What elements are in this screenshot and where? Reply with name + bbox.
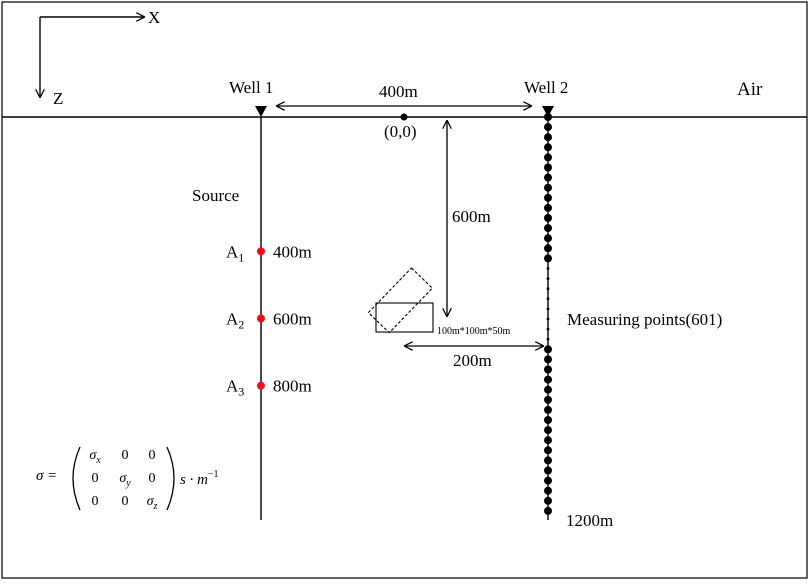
measuring-point bbox=[544, 365, 552, 374]
matrix-cell-2-0: 0 bbox=[92, 494, 99, 509]
measuring-point bbox=[546, 297, 550, 301]
measuring-point bbox=[544, 183, 552, 192]
measuring-point bbox=[544, 456, 552, 465]
formula-matrix: σx 0 0 0 σy 0 0 0 σz bbox=[89, 448, 157, 512]
matrix-cell-1-0: 0 bbox=[92, 471, 99, 486]
matrix-cell-1-2: 0 bbox=[149, 471, 156, 486]
measuring-point bbox=[544, 476, 552, 485]
measuring-point bbox=[546, 317, 550, 321]
measuring-point bbox=[544, 355, 552, 364]
measuring-point bbox=[544, 446, 552, 455]
formula-unit: s · m−1 bbox=[180, 469, 219, 488]
source-name-3: A3 bbox=[226, 377, 244, 399]
source-name-1: A1 bbox=[226, 242, 244, 264]
source-name-2: A2 bbox=[226, 310, 244, 332]
air-label: Air bbox=[737, 79, 763, 100]
measuring-point bbox=[546, 327, 550, 331]
measuring-points-label: Measuring points(601) bbox=[567, 310, 722, 329]
well-spacing-label: 400m bbox=[379, 82, 418, 101]
well2-marker bbox=[542, 106, 554, 117]
measuring-point bbox=[544, 113, 552, 121]
source-depth-3: 800m bbox=[273, 377, 312, 396]
formula-lhs: σ = bbox=[36, 468, 57, 484]
source-point-3 bbox=[257, 381, 265, 390]
measuring-point bbox=[544, 395, 552, 404]
measuring-point bbox=[544, 405, 552, 414]
anomaly-size-label: 100m*100m*50m bbox=[437, 326, 511, 337]
z-axis-label: Z bbox=[53, 89, 63, 108]
well1-marker bbox=[255, 106, 267, 117]
source-depth-2: 600m bbox=[273, 310, 312, 329]
measuring-point bbox=[544, 436, 552, 445]
source-point-1 bbox=[257, 247, 265, 256]
matrix-cell-0-2: 0 bbox=[149, 448, 156, 463]
formula-left-paren bbox=[72, 446, 81, 511]
measuring-point bbox=[544, 143, 552, 152]
matrix-cell-2-1: 0 bbox=[122, 494, 129, 509]
measuring-point bbox=[546, 277, 550, 280]
conductivity-formula: σ = σx 0 0 0 σy 0 0 0 σz s · m−1 bbox=[36, 446, 219, 512]
measuring-point bbox=[544, 496, 552, 505]
measuring-point bbox=[544, 486, 552, 495]
measuring-point bbox=[544, 416, 552, 424]
anomaly-body bbox=[375, 302, 434, 333]
measuring-point bbox=[544, 254, 552, 263]
well2-label: Well 2 bbox=[524, 78, 568, 97]
origin-label: (0,0) bbox=[384, 122, 417, 141]
measuring-point bbox=[546, 337, 550, 341]
measuring-point bbox=[544, 385, 552, 394]
matrix-cell-0-0: σx bbox=[89, 448, 101, 466]
measuring-point bbox=[544, 193, 552, 202]
measuring-points bbox=[544, 113, 552, 515]
source-depth-1: 400m bbox=[273, 242, 312, 261]
bottom-depth-label: 1200m bbox=[566, 511, 613, 530]
measuring-point bbox=[544, 163, 552, 172]
measuring-point bbox=[544, 203, 552, 212]
measuring-point bbox=[544, 466, 552, 475]
x-axis-label: X bbox=[148, 8, 160, 27]
origin-point bbox=[400, 113, 408, 121]
source-label: Source bbox=[192, 186, 239, 205]
measuring-point bbox=[546, 287, 550, 291]
measuring-point bbox=[546, 267, 550, 270]
measuring-point bbox=[544, 224, 552, 233]
anomaly-depth-label: 600m bbox=[452, 207, 491, 226]
measuring-point bbox=[544, 173, 552, 182]
measuring-point bbox=[544, 506, 552, 515]
matrix-cell-0-1: 0 bbox=[122, 448, 129, 463]
measuring-point bbox=[544, 133, 552, 142]
measuring-point bbox=[544, 244, 552, 253]
measuring-point bbox=[546, 307, 550, 311]
measuring-point bbox=[544, 123, 552, 132]
anomaly-offset-label: 200m bbox=[453, 351, 492, 370]
measuring-point bbox=[544, 426, 552, 435]
well1-label: Well 1 bbox=[229, 78, 273, 97]
matrix-cell-2-2: σz bbox=[147, 494, 158, 512]
formula-right-paren bbox=[166, 446, 175, 511]
source-point-2 bbox=[257, 314, 265, 323]
anomaly-rotated-outline bbox=[367, 267, 434, 334]
measuring-point bbox=[544, 345, 552, 354]
measuring-point bbox=[544, 375, 552, 384]
measuring-point bbox=[544, 234, 552, 243]
matrix-cell-1-1: σy bbox=[119, 471, 131, 489]
measuring-point bbox=[544, 214, 552, 222]
measuring-point bbox=[544, 153, 552, 162]
